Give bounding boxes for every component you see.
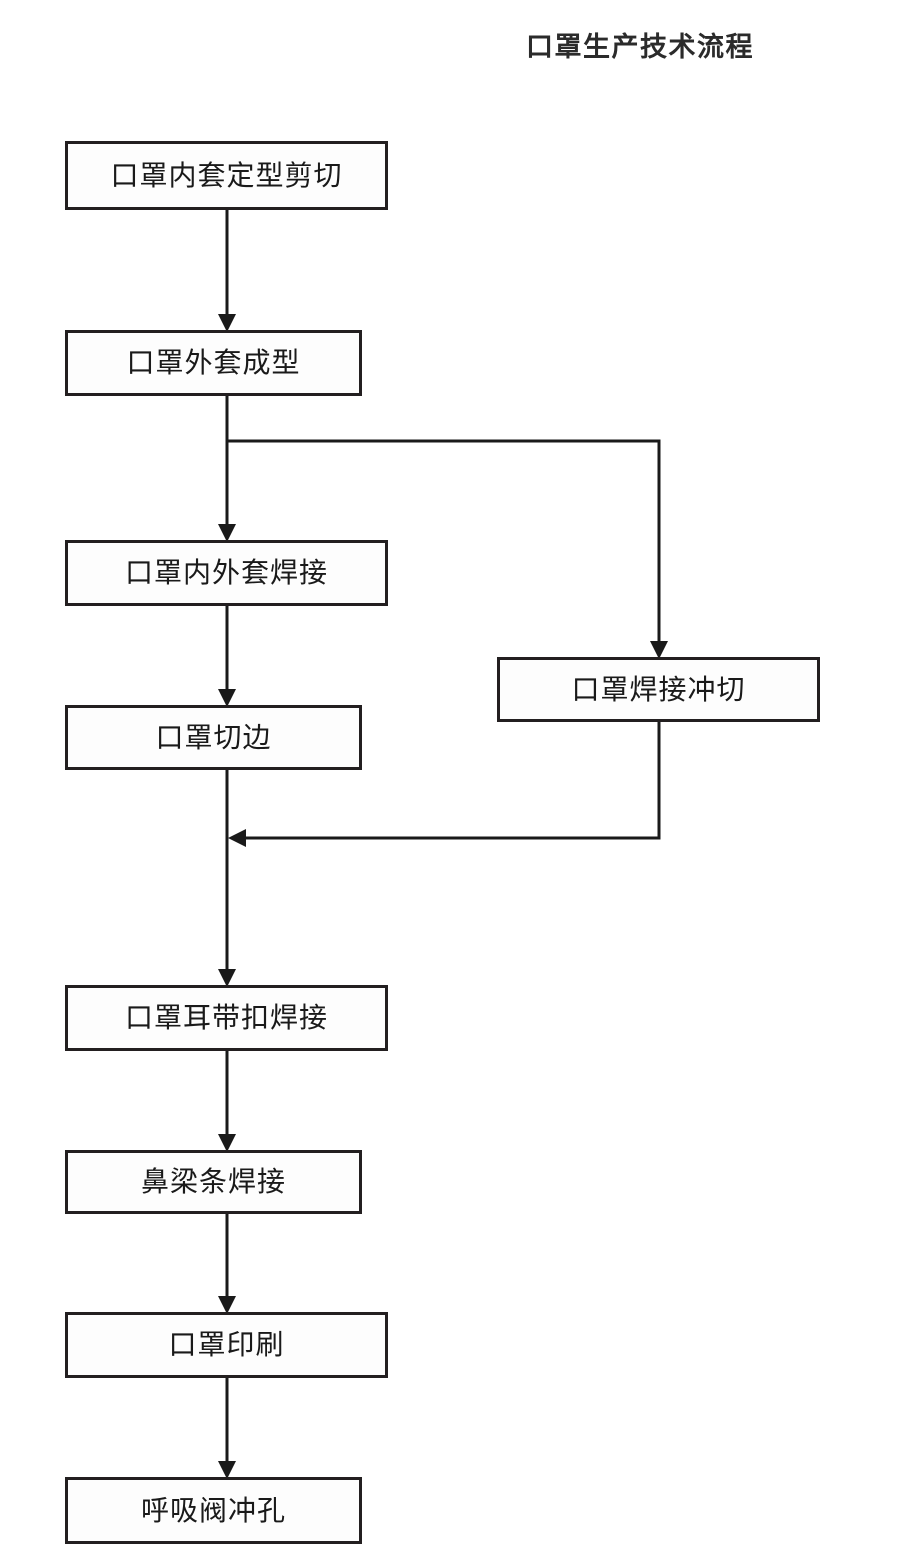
process-node-outer-shell-forming[interactable]: 口罩外套成型: [65, 330, 362, 396]
node-label: 呼吸阀冲孔: [140, 1493, 286, 1527]
process-node-inner-shell-cut[interactable]: 口罩内套定型剪切: [65, 141, 388, 210]
edge-n7-n8: [218, 1214, 236, 1314]
node-label: 口罩内外套焊接: [124, 556, 328, 589]
process-node-edge-trimming[interactable]: 口罩切边: [65, 705, 362, 770]
process-node-breathing-valve-punching[interactable]: 呼吸阀冲孔: [65, 1477, 362, 1544]
edge-n6-n7: [218, 1051, 236, 1152]
node-label: 口罩外套成型: [126, 346, 301, 379]
node-label: 口罩焊接冲切: [571, 672, 746, 706]
node-label: 口罩耳带扣焊接: [124, 1001, 328, 1034]
edge-n4-n6: [218, 770, 236, 987]
edge-n2-n3: [218, 396, 236, 542]
process-node-weld-punch-cut[interactable]: 口罩焊接冲切: [497, 657, 820, 722]
edge-n3-n4: [218, 606, 236, 707]
edge-n8-n9: [218, 1378, 236, 1479]
node-label: 口罩内套定型剪切: [110, 158, 343, 192]
process-node-mask-printing[interactable]: 口罩印刷: [65, 1312, 388, 1378]
node-label: 口罩切边: [155, 720, 272, 754]
process-node-earloop-buckle-welding[interactable]: 口罩耳带扣焊接: [65, 985, 388, 1051]
process-node-nose-bridge-welding[interactable]: 鼻梁条焊接: [65, 1150, 362, 1214]
page-title: 口罩生产技术流程: [526, 32, 754, 63]
node-label: 口罩印刷: [168, 1328, 285, 1361]
process-node-inner-outer-welding[interactable]: 口罩内外套焊接: [65, 540, 388, 606]
node-label: 鼻梁条焊接: [140, 1165, 286, 1198]
edge-n1-n2: [218, 210, 236, 332]
